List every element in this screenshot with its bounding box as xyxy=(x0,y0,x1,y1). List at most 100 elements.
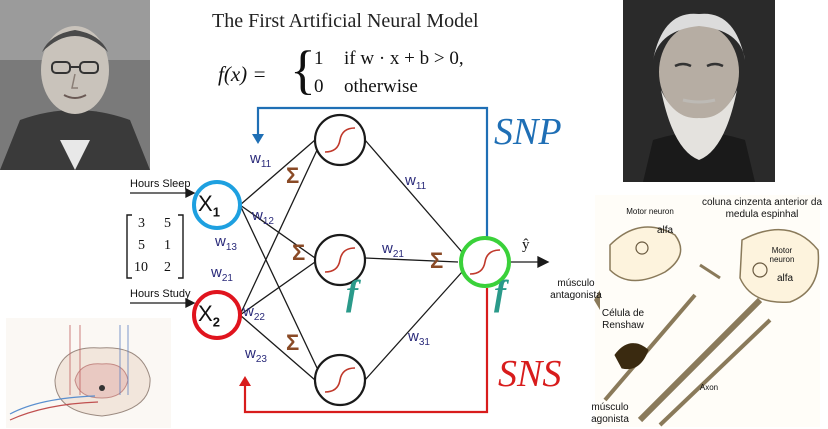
weight-w13: w13 xyxy=(215,233,237,253)
weight-letter: w xyxy=(245,345,256,362)
sns-feedback-path xyxy=(239,288,489,414)
input-neuron-x2 xyxy=(192,290,242,340)
weight-subscript: 22 xyxy=(253,312,265,323)
output-y-hat: ŷ xyxy=(522,237,530,253)
sigma-symbol-3: Σ xyxy=(286,330,300,355)
edge-h2-out xyxy=(364,257,459,263)
weight-letter: w xyxy=(243,303,254,320)
formula-lhs: f(x) = xyxy=(218,62,267,86)
sigma-symbol-output: Σ xyxy=(430,248,444,273)
weight-out-w11: w11 xyxy=(405,172,426,192)
weight-subscript: 11 xyxy=(415,181,427,192)
sigma-symbol-2: Σ xyxy=(292,240,306,265)
matrix-cell-0-0: 3 xyxy=(138,216,145,231)
formula-brace: { xyxy=(290,40,316,100)
matrix-cell-0-1: 5 xyxy=(164,216,171,231)
sigmoid-curve-icon xyxy=(324,127,356,153)
sigma-symbol-1: Σ xyxy=(286,163,300,188)
anatomy-motor-neuron-1: Motor neuron xyxy=(626,207,674,216)
weight-letter: w xyxy=(382,240,393,257)
matrix-cell-2-0: 10 xyxy=(134,260,148,275)
anatomy-celula-renshaw: Célula de Renshaw xyxy=(601,308,645,331)
weight-letter: w xyxy=(250,150,261,167)
snp-label: SNP xyxy=(494,111,562,153)
weight-letter: w xyxy=(215,233,226,250)
sigmoid-curve-icon xyxy=(324,247,356,273)
weight-subscript: 31 xyxy=(418,337,430,348)
hidden-output-connections xyxy=(364,139,550,381)
input-hidden-connections xyxy=(239,139,319,381)
sigmoid-curve-icon xyxy=(469,249,501,275)
activation-f-hidden: f xyxy=(346,273,358,313)
edge-x1-h1 xyxy=(239,139,316,206)
weight-letter: w xyxy=(405,172,416,189)
portrait-left-drawing xyxy=(0,0,150,170)
sigmoid-curve-icon xyxy=(324,367,356,393)
input-label-hours-sleep: Hours Sleep xyxy=(130,178,191,190)
anatomy-coluna: coluna cinzenta anterior da medula espin… xyxy=(701,197,823,220)
weight-subscript: 21 xyxy=(221,273,233,284)
hidden-neuron-3 xyxy=(313,353,367,407)
weight-subscript: 11 xyxy=(260,159,272,170)
edge-h1-out xyxy=(364,139,463,253)
weight-letter: w xyxy=(252,207,263,224)
edge-x1-h2 xyxy=(239,204,316,259)
x1-label: X1 xyxy=(198,191,220,219)
renshaw-anatomy-illustration xyxy=(594,195,820,427)
x2-subscript: 2 xyxy=(212,314,220,330)
matrix-cell-1-0: 5 xyxy=(138,238,145,253)
weight-w22: w22 xyxy=(243,303,265,323)
portrait-right-drawing xyxy=(623,0,775,182)
formula-case2-condition: otherwise xyxy=(344,76,418,97)
input-matrix-brackets xyxy=(126,214,184,279)
matrix-cell-2-1: 2 xyxy=(164,260,171,275)
weight-letter: w xyxy=(408,328,419,345)
x2-letter: X xyxy=(198,301,213,326)
hidden-neuron-2 xyxy=(313,233,367,287)
input-matrix: 3 5 5 1 10 2 xyxy=(132,216,178,278)
x1-letter: X xyxy=(198,191,213,216)
sns-label: SNS xyxy=(498,353,562,395)
anatomy-motor-neuron-2: Motor neuron xyxy=(769,246,795,264)
diagram-title: The First Artificial Neural Model xyxy=(212,10,479,32)
formula-case1-condition: if w · x + b > 0, xyxy=(344,48,464,69)
weight-w23: w23 xyxy=(245,345,267,365)
weight-subscript: 21 xyxy=(392,249,404,260)
input-neuron-x1 xyxy=(192,180,242,230)
weight-w21: w21 xyxy=(211,264,233,284)
weight-w11: w11 xyxy=(250,150,271,170)
snp-feedback-path xyxy=(252,106,489,238)
hidden-neuron-1 xyxy=(313,113,367,167)
input-arrows xyxy=(130,187,196,309)
edge-h3-out xyxy=(364,271,463,381)
anatomy-musculo-agonista: músculo agonista xyxy=(591,402,629,425)
anatomy-axon: Axon xyxy=(699,383,719,392)
anatomy-alfa-1: alfa xyxy=(656,225,674,236)
anatomy-musculo-antagonista: músculo antagonista xyxy=(550,278,602,301)
weight-letter: w xyxy=(211,264,222,281)
weight-out-w21: w21 xyxy=(382,240,404,260)
x2-label: X2 xyxy=(198,301,220,329)
x1-subscript: 1 xyxy=(212,204,220,220)
weight-out-w31: w31 xyxy=(408,328,430,348)
matrix-cell-1-1: 1 xyxy=(164,238,171,253)
output-neuron xyxy=(459,236,511,288)
activation-formula: f(x) = { 1 if w · x + b > 0, 0 otherwise xyxy=(218,40,518,104)
output-arrowhead xyxy=(537,255,550,269)
edge-x2-h3 xyxy=(239,314,316,381)
input-label-hours-study: Hours Study xyxy=(130,288,191,300)
weight-subscript: 13 xyxy=(225,242,237,253)
formula-case1-value: 1 xyxy=(314,48,324,69)
portrait-photo-right xyxy=(623,0,775,182)
weight-subscript: 23 xyxy=(255,354,267,365)
formula-case2-value: 0 xyxy=(314,76,324,97)
anatomy-alfa-2: alfa xyxy=(776,273,794,284)
weight-subscript: 12 xyxy=(262,216,274,227)
weight-w12: w12 xyxy=(252,207,274,227)
activation-f-output: f xyxy=(494,273,506,313)
portrait-photo-left xyxy=(0,0,150,170)
edge-x2-h1 xyxy=(239,147,319,316)
spinal-cord-illustration xyxy=(6,318,171,428)
